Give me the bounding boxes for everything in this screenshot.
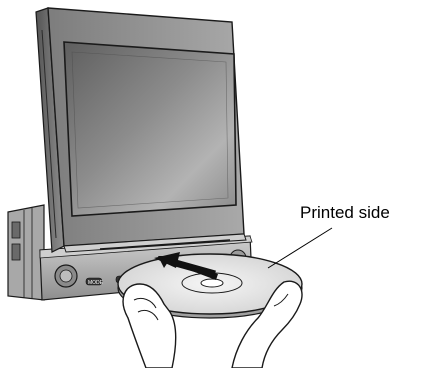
monitor-screen (64, 42, 236, 216)
mode-button-label: MODE (88, 280, 104, 286)
printed-side-callout: Printed side (268, 203, 390, 268)
printed-side-label: Printed side (300, 203, 390, 222)
volume-knob (55, 265, 77, 287)
callout-leader-line (268, 228, 332, 268)
